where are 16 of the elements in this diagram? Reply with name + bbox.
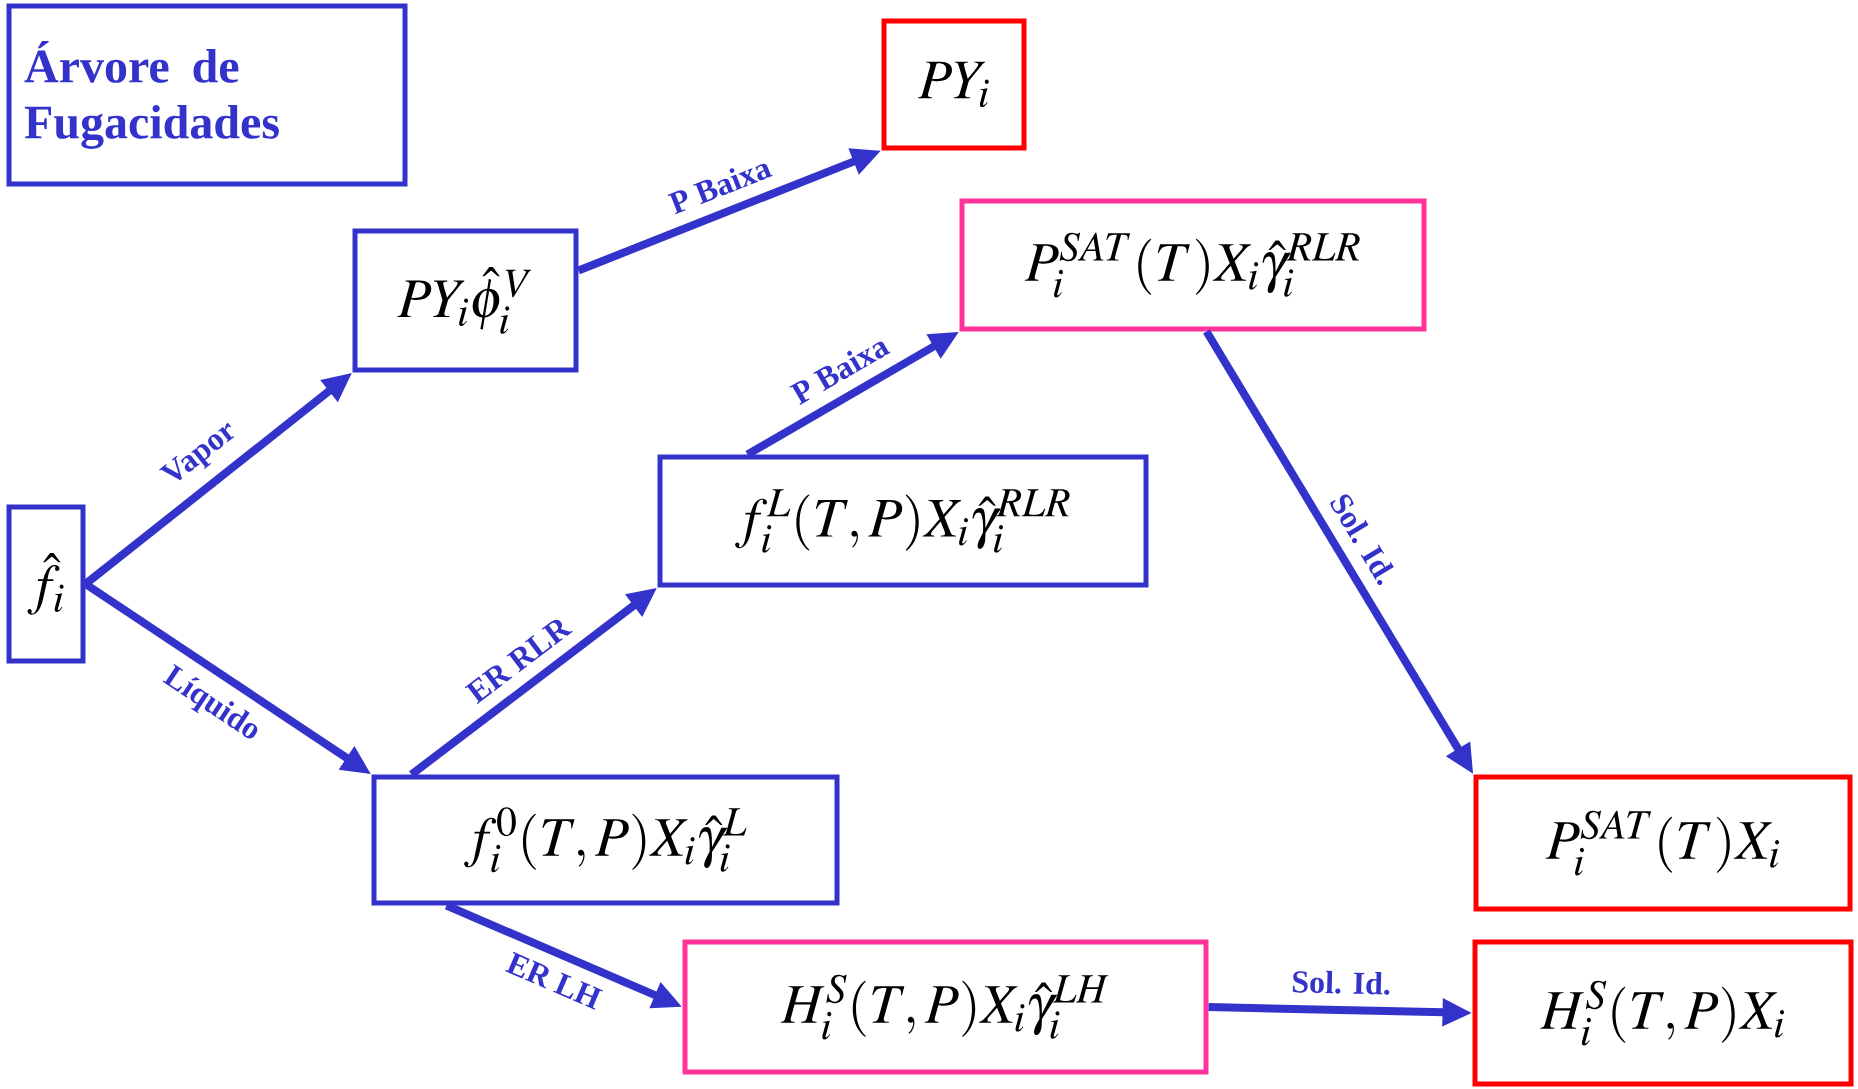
result-box: $PY_i$ (881, 18, 1027, 151)
edge-label: Sol. Id. (1292, 970, 1390, 995)
edge-label: P Baixa (667, 163, 773, 215)
result-box: $H_i^S(T,P)X_i$ (1472, 939, 1854, 1087)
formula-box: $P_i^{SAT}(T)X_i\hat{\gamma}_i^{RLR}$ (959, 198, 1427, 332)
edge-label: P Baixa (789, 341, 891, 405)
formula-box: $f_i^0(T,P)X_i\hat{\gamma}_i^L$ (371, 774, 840, 906)
formula-box: $H_i^S(T,P)X_i\hat{\gamma}_i^{LH}$ (682, 939, 1209, 1075)
formula-box: $\hat{f}_i$ (6, 504, 86, 664)
title-box: Árvore de Fugacidades (6, 3, 408, 187)
edge-label: Sol. Id. (1330, 494, 1394, 586)
formula-box: $f_i^L(T,P)X_i\hat{\gamma}_i^{RLR}$ (657, 454, 1149, 588)
edge-label: ER RLR (464, 619, 573, 705)
formula-box: $PY_i\hat{\phi}_i^V$ (352, 228, 579, 373)
edge-label: ER LH (505, 951, 603, 1010)
result-box: $P_i^{SAT}(T)X_i$ (1473, 774, 1853, 912)
